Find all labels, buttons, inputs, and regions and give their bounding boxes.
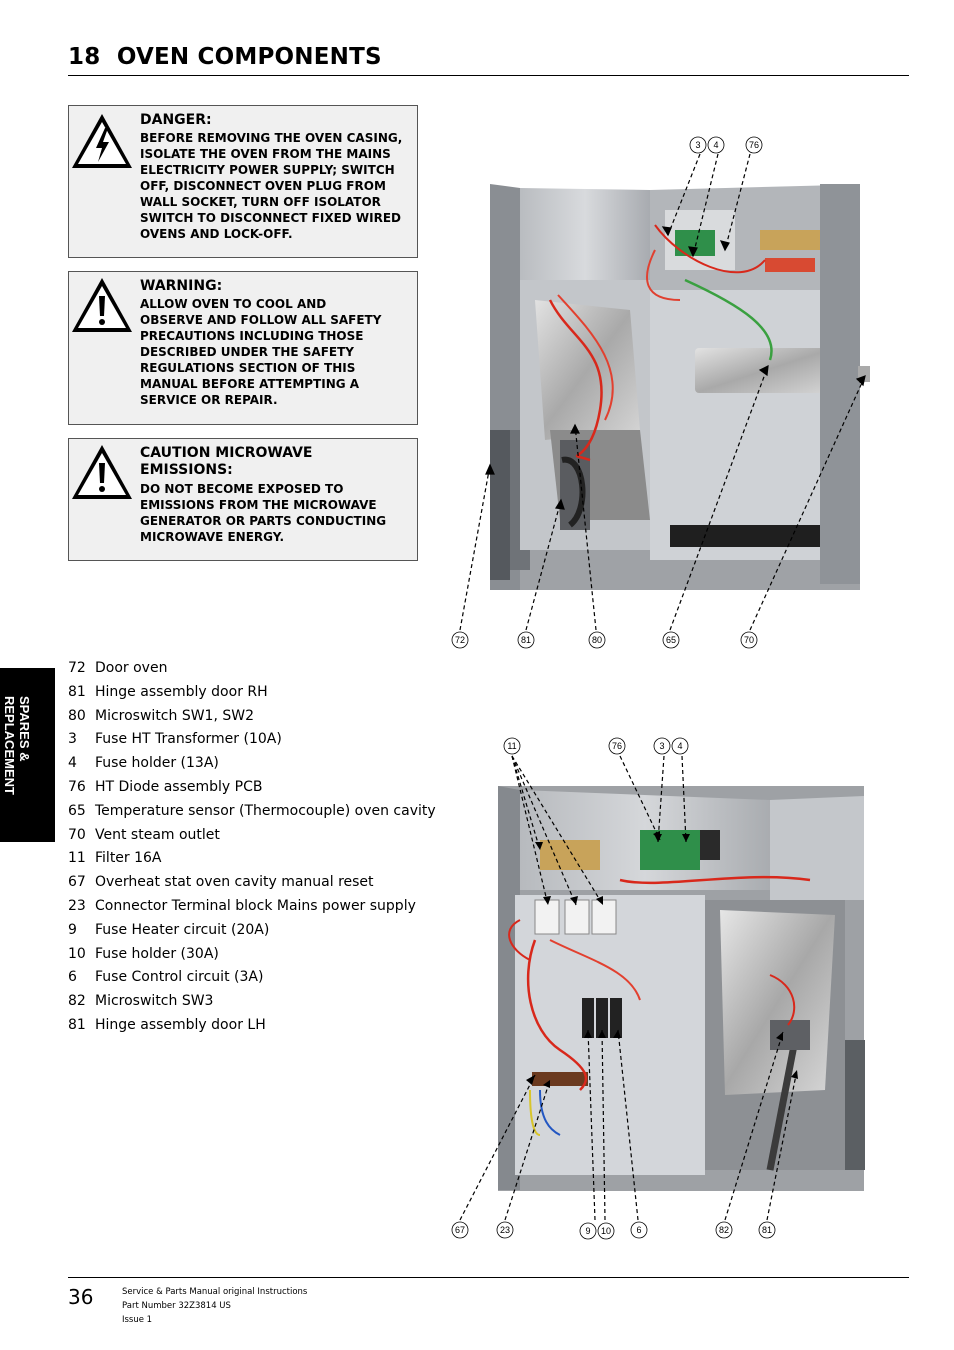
svg-text:72: 72 bbox=[455, 635, 465, 645]
svg-text:10: 10 bbox=[601, 1226, 611, 1236]
side-tab-line-2: REPLACEMENT bbox=[2, 696, 17, 795]
section-title: OVEN COMPONENTS bbox=[116, 44, 382, 70]
svg-text:6: 6 bbox=[636, 1225, 641, 1235]
danger-heading: DANGER: bbox=[140, 112, 212, 128]
side-tab-label: SPARES & REPLACEMENT bbox=[2, 696, 32, 795]
title-rule bbox=[68, 75, 909, 76]
oven-left-side-photo: 11 76 3 4 67 23 9 10 6 82 81 bbox=[451, 737, 865, 1240]
callout-bottom-82: 82 bbox=[715, 1221, 733, 1239]
svg-text:82: 82 bbox=[719, 1225, 729, 1235]
svg-text:3: 3 bbox=[695, 140, 700, 150]
section-number: 18 bbox=[68, 44, 101, 70]
foil-insulation bbox=[535, 300, 640, 440]
callout-top-3: 3 bbox=[689, 136, 707, 154]
svg-text:65: 65 bbox=[666, 635, 676, 645]
svg-text:76: 76 bbox=[612, 741, 622, 751]
callout-bottom-9: 9 bbox=[579, 1222, 597, 1240]
svg-text:81: 81 bbox=[762, 1225, 772, 1235]
footer-line-3: Issue 1 bbox=[122, 1315, 153, 1325]
callout-bottom-6: 6 bbox=[630, 1221, 648, 1239]
callout-leaders bbox=[459, 153, 866, 631]
callout-top-81: 81 bbox=[517, 631, 535, 649]
oven-right-side-photo: 3 4 76 72 81 80 65 70 bbox=[451, 136, 870, 649]
warning-heading: WARNING: bbox=[140, 278, 223, 294]
svg-text:3: 3 bbox=[659, 741, 664, 751]
callout-bottom-4: 4 bbox=[671, 737, 689, 755]
footer-rule bbox=[68, 1277, 909, 1278]
electric-hazard-icon bbox=[72, 114, 132, 168]
callout-top-80: 80 bbox=[588, 631, 606, 649]
callout-top-72: 72 bbox=[451, 631, 469, 649]
danger-text: BEFORE REMOVING THE OVEN CASING,ISOLATE … bbox=[140, 131, 403, 241]
svg-text:9: 9 bbox=[585, 1226, 590, 1236]
callout-bottom-67: 67 bbox=[451, 1221, 469, 1239]
callout-top-70: 70 bbox=[740, 631, 758, 649]
svg-text:80: 80 bbox=[592, 635, 602, 645]
svg-text:76: 76 bbox=[749, 140, 759, 150]
danger-notice: DANGER: BEFORE REMOVING THE OVEN CASING,… bbox=[68, 105, 418, 258]
exclamation-warning-icon bbox=[72, 278, 132, 332]
callout-bottom-3: 3 bbox=[653, 737, 671, 755]
side-tab-line-1: SPARES & bbox=[17, 696, 32, 762]
svg-text:23: 23 bbox=[500, 1225, 510, 1235]
callout-bottom-81: 81 bbox=[758, 1221, 776, 1239]
side-tab: SPARES & REPLACEMENT bbox=[0, 668, 55, 842]
callout-bottom-23: 23 bbox=[496, 1221, 514, 1239]
footer-line-1: Service & Parts Manual original Instruct… bbox=[122, 1287, 308, 1297]
page-number: 36 bbox=[68, 1285, 94, 1309]
svg-text:4: 4 bbox=[713, 140, 718, 150]
callout-top-76: 76 bbox=[745, 136, 763, 154]
svg-text:4: 4 bbox=[677, 741, 682, 751]
callout-bottom-76: 76 bbox=[608, 737, 626, 755]
svg-text:11: 11 bbox=[507, 741, 516, 751]
callout-bottom-11: 11 bbox=[503, 737, 521, 755]
svg-text:81: 81 bbox=[521, 635, 531, 645]
page-title: 18 OVEN COMPONENTS bbox=[68, 44, 382, 70]
callout-top-65: 65 bbox=[662, 631, 680, 649]
callout-leaders bbox=[459, 755, 798, 1221]
svg-text:67: 67 bbox=[455, 1225, 465, 1235]
footer-line-2: Part Number 32Z3814 US bbox=[122, 1301, 231, 1311]
svg-text:70: 70 bbox=[744, 635, 754, 645]
exclamation-warning-icon bbox=[72, 445, 132, 499]
callout-top-4: 4 bbox=[707, 136, 725, 154]
callout-bottom-10: 10 bbox=[597, 1222, 615, 1240]
